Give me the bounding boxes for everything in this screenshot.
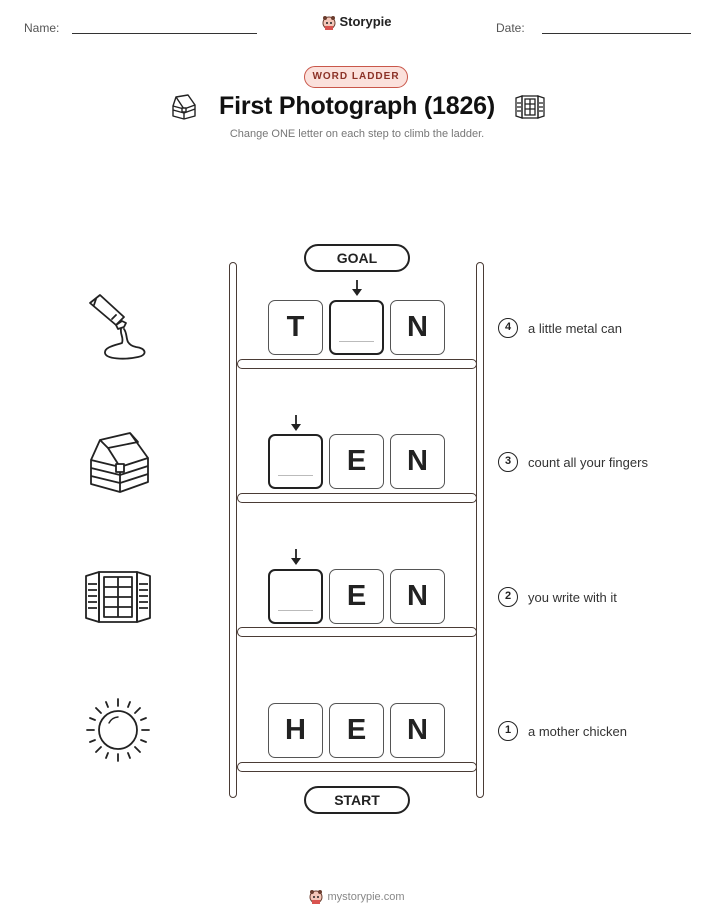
letter-blank-input[interactable] bbox=[268, 434, 323, 489]
brand-logo: Storypie bbox=[0, 14, 714, 31]
window-icon bbox=[84, 570, 152, 624]
footer-url[interactable]: mystorypie.com bbox=[327, 890, 405, 903]
mascot-icon bbox=[322, 15, 336, 31]
ladder-rung bbox=[237, 762, 477, 772]
change-arrow-icon bbox=[291, 549, 301, 565]
glue-bottle-icon bbox=[88, 293, 150, 363]
letter-box[interactable]: N bbox=[390, 434, 445, 489]
letter-box[interactable]: N bbox=[390, 703, 445, 758]
name-label: Name: bbox=[24, 21, 60, 35]
name-line[interactable] bbox=[72, 33, 257, 34]
step-number: 4 bbox=[498, 318, 518, 338]
ladder-right-rail bbox=[476, 262, 484, 798]
instructions: Change ONE letter on each step to climb … bbox=[229, 128, 485, 140]
step-number: 2 bbox=[498, 587, 518, 607]
change-arrow-icon bbox=[291, 415, 301, 431]
clue-text: a little metal can bbox=[528, 321, 622, 336]
clue-text: you write with it bbox=[528, 590, 617, 605]
letter-box[interactable]: T bbox=[268, 300, 323, 355]
clue-text: a mother chicken bbox=[528, 724, 627, 739]
change-arrow-icon bbox=[352, 280, 362, 296]
window-title-icon bbox=[515, 95, 545, 119]
page-title: First Photograph (1826) bbox=[219, 92, 495, 120]
treasure-chest-icon bbox=[88, 430, 150, 494]
step-number: 3 bbox=[498, 452, 518, 472]
clue-text: count all your fingers bbox=[528, 455, 648, 470]
date-label: Date: bbox=[496, 21, 525, 35]
activity-badge: WORD LADDER bbox=[304, 66, 408, 88]
start-label: START bbox=[304, 786, 410, 814]
ladder-rung bbox=[237, 359, 477, 369]
step-number: 1 bbox=[498, 721, 518, 741]
date-line[interactable] bbox=[542, 33, 691, 34]
brand-name: Storypie bbox=[339, 14, 392, 29]
treasure-chest-title-icon bbox=[170, 94, 198, 120]
letter-blank-input[interactable] bbox=[329, 300, 384, 355]
sun-icon bbox=[85, 697, 151, 763]
letter-box[interactable]: E bbox=[329, 703, 384, 758]
footer: mystorypie.com bbox=[0, 889, 714, 905]
letter-box[interactable]: N bbox=[390, 569, 445, 624]
mascot-icon bbox=[309, 889, 323, 905]
letter-box[interactable]: E bbox=[329, 434, 384, 489]
letter-box[interactable]: H bbox=[268, 703, 323, 758]
letter-box[interactable]: N bbox=[390, 300, 445, 355]
ladder-rung bbox=[237, 627, 477, 637]
goal-label: GOAL bbox=[304, 244, 410, 272]
ladder-rung bbox=[237, 493, 477, 503]
letter-box[interactable]: E bbox=[329, 569, 384, 624]
letter-blank-input[interactable] bbox=[268, 569, 323, 624]
ladder-left-rail bbox=[229, 262, 237, 798]
